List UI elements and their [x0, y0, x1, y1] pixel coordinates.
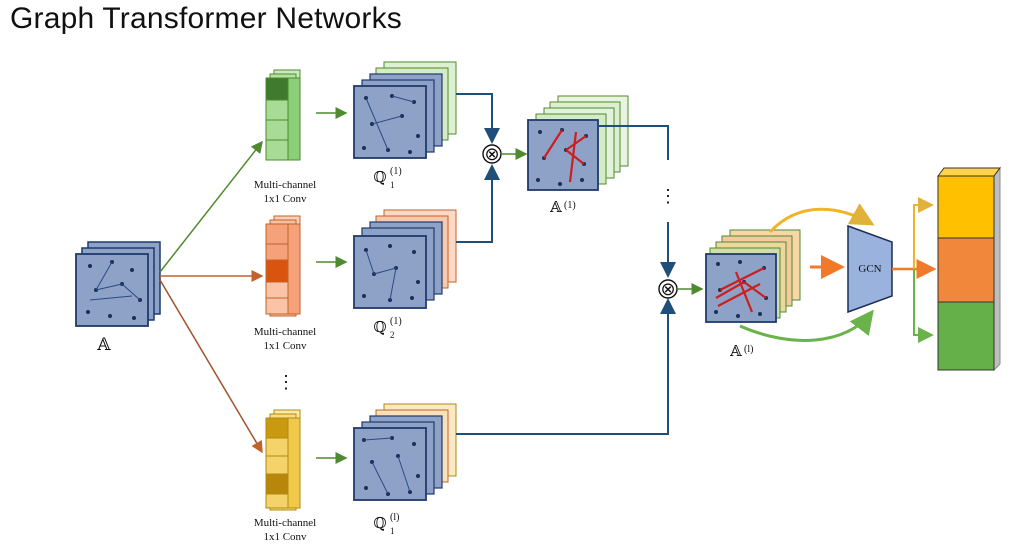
skip-arrow-bottom	[739, 309, 874, 342]
conv-filter-yellow	[265, 409, 301, 511]
arrow-gcn-to-out1	[913, 197, 934, 269]
svg-text:(1): (1)	[390, 166, 402, 177]
layer-ellipsis: ⋮	[659, 186, 677, 206]
conv2-label-line1: Multi-channel	[254, 326, 316, 338]
q1-label: ℚ 1 (1)	[373, 166, 401, 190]
output-block-yellow	[937, 175, 995, 239]
svg-text:𝔸: 𝔸	[729, 344, 742, 360]
al-graph-stack	[705, 229, 801, 323]
arrow-gcn-to-out3	[913, 269, 934, 343]
q2-graph-stack	[353, 209, 457, 309]
gcn-label: GCN	[858, 263, 881, 275]
svg-text:ℚ: ℚ	[373, 516, 386, 532]
svg-text:ℚ: ℚ	[373, 320, 386, 336]
arrow-a-to-conv1	[159, 140, 263, 273]
arrow-q3-to-mult2	[456, 298, 676, 435]
a1-label: 𝔸 (1)	[549, 200, 575, 216]
q3-label: ℚ 1 (l)	[373, 512, 399, 536]
al-label: 𝔸 (l)	[729, 344, 753, 360]
output-block-orange	[937, 237, 995, 303]
a1-graph-stack	[527, 95, 629, 191]
skip-arrow-top	[768, 203, 875, 234]
svg-text:(1): (1)	[564, 200, 576, 211]
output-embeddings	[937, 166, 1001, 372]
q3-graph-stack	[353, 403, 457, 501]
svg-text:(l): (l)	[744, 344, 753, 355]
input-adjacency-stack	[75, 241, 161, 327]
svg-text:(1): (1)	[390, 316, 402, 327]
input-label: 𝔸	[96, 335, 111, 354]
page-title: Graph Transformer Networks	[10, 2, 402, 35]
conv3-label-line1: Multi-channel	[254, 517, 316, 529]
q1-graph-stack	[353, 61, 457, 159]
conv2-label-line2: 1x1 Conv	[263, 340, 307, 352]
svg-text:1: 1	[390, 526, 395, 536]
matmul-operator-2	[658, 279, 678, 299]
svg-text:2: 2	[390, 330, 395, 340]
svg-text:𝔸: 𝔸	[549, 200, 562, 216]
q2-label: ℚ 2 (1)	[373, 316, 401, 340]
svg-text:ℚ: ℚ	[373, 170, 386, 186]
conv1-label-line2: 1x1 Conv	[263, 193, 307, 205]
conv3-label-line2: 1x1 Conv	[263, 531, 307, 543]
conv-filter-green	[265, 69, 301, 161]
arrow-a-to-conv3	[159, 279, 263, 454]
conv-filter-orange	[265, 215, 301, 317]
matmul-symbol-2: ⊗	[660, 279, 675, 299]
conv1-label-line1: Multi-channel	[254, 179, 316, 191]
arrow-q1-to-mult1	[456, 93, 500, 144]
svg-text:(l): (l)	[390, 512, 399, 523]
output-block-green	[937, 301, 995, 371]
connector-a1-out	[598, 125, 669, 160]
conv-ellipsis: ⋮	[277, 372, 295, 392]
svg-text:1: 1	[390, 180, 395, 190]
gcn-block	[847, 224, 893, 314]
arrow-q2-to-mult1	[456, 164, 500, 243]
matmul-operator-1	[482, 144, 502, 164]
matmul-symbol-1: ⊗	[484, 144, 499, 164]
